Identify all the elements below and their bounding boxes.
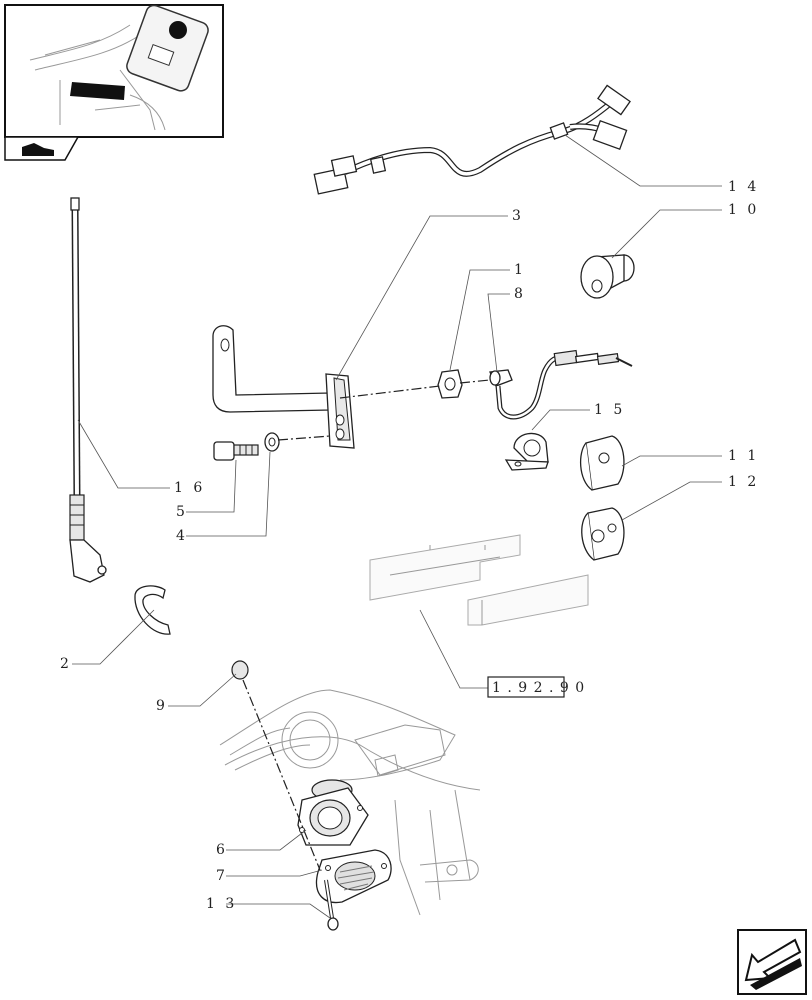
rubber-plug — [580, 254, 635, 299]
rubber-block-11 — [580, 435, 625, 491]
callout-11: 1 1 — [728, 448, 759, 464]
reference-panel — [369, 534, 589, 626]
callout-1: 1 — [514, 262, 526, 278]
callout-labels: 1 4 1 0 3 1 8 1 5 1 1 1 2 1 6 5 4 2 9 6 … — [60, 179, 759, 912]
callout-14: 1 4 — [728, 179, 759, 195]
callout-2: 2 — [60, 656, 72, 672]
washer — [264, 432, 280, 452]
callout-6: 6 — [216, 842, 228, 858]
reference-label: 1 . 9 2 . 9 0 — [492, 680, 585, 696]
overview-thumbnail — [4, 4, 224, 138]
antenna-cable — [489, 349, 633, 420]
screw — [213, 441, 259, 461]
grille-screw — [324, 879, 339, 931]
leader-lines — [72, 134, 722, 919]
antenna-bracket — [212, 325, 355, 449]
clamp-ring — [134, 585, 171, 635]
nut — [437, 369, 463, 399]
callout-9: 9 — [156, 698, 168, 714]
callout-12: 1 2 — [728, 474, 759, 490]
callout-4: 4 — [176, 528, 188, 544]
callout-3: 3 — [512, 208, 524, 224]
callout-15: 1 5 — [594, 402, 625, 418]
rubber-block-12 — [581, 507, 625, 561]
callout-13: 1 3 — [206, 896, 237, 912]
speaker-installation — [219, 689, 481, 916]
speaker-grille — [315, 849, 392, 904]
reference-link[interactable]: 1 . 9 2 . 9 0 — [487, 676, 585, 698]
callout-10: 1 0 — [728, 202, 759, 218]
antenna-mast — [69, 197, 107, 583]
tractor-cab-icon[interactable] — [4, 136, 80, 161]
callout-8: 8 — [514, 286, 526, 302]
callout-5: 5 — [176, 504, 188, 520]
cap-plug — [231, 660, 249, 680]
speaker — [297, 779, 369, 846]
callout-7: 7 — [216, 868, 228, 884]
center-lines — [242, 379, 491, 871]
callout-16: 1 6 — [174, 480, 205, 496]
wiring-harness — [313, 84, 631, 195]
back-arrow-icon[interactable] — [737, 929, 807, 995]
cable-clip — [504, 432, 549, 471]
